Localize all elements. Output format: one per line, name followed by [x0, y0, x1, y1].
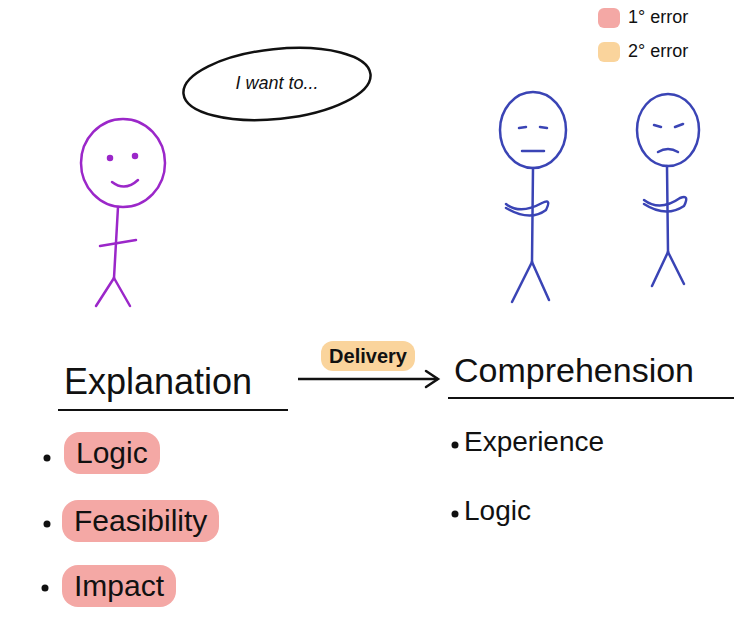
- skeptical-figure: [637, 94, 699, 286]
- section-heading: Comprehension: [448, 348, 734, 399]
- list-item: Logic: [464, 494, 531, 528]
- node-text: Impact: [74, 568, 164, 604]
- node-text: Logic: [76, 435, 148, 471]
- node-text: Comprehension: [454, 350, 728, 391]
- edge-label: Delivery: [321, 341, 415, 371]
- node-text: Explanation: [64, 360, 282, 403]
- highlighted-item: Impact: [62, 565, 176, 607]
- highlighted-item: Logic: [64, 432, 160, 474]
- connector-arrow: [298, 371, 438, 387]
- legend-swatch: [598, 8, 620, 28]
- section-heading: Explanation: [58, 358, 288, 411]
- list-item: Experience: [464, 425, 604, 459]
- speech-bubble: I want to...: [180, 46, 374, 122]
- skeptical-figure: [500, 92, 566, 302]
- legend-text: 1° error: [628, 7, 688, 29]
- legend-swatch: [598, 42, 620, 62]
- happy-figure: [81, 119, 165, 306]
- highlighted-item: Feasibility: [62, 500, 219, 542]
- legend-text: 2° error: [628, 41, 688, 63]
- node-text: Feasibility: [74, 503, 207, 539]
- node-text: I want to...: [235, 73, 318, 95]
